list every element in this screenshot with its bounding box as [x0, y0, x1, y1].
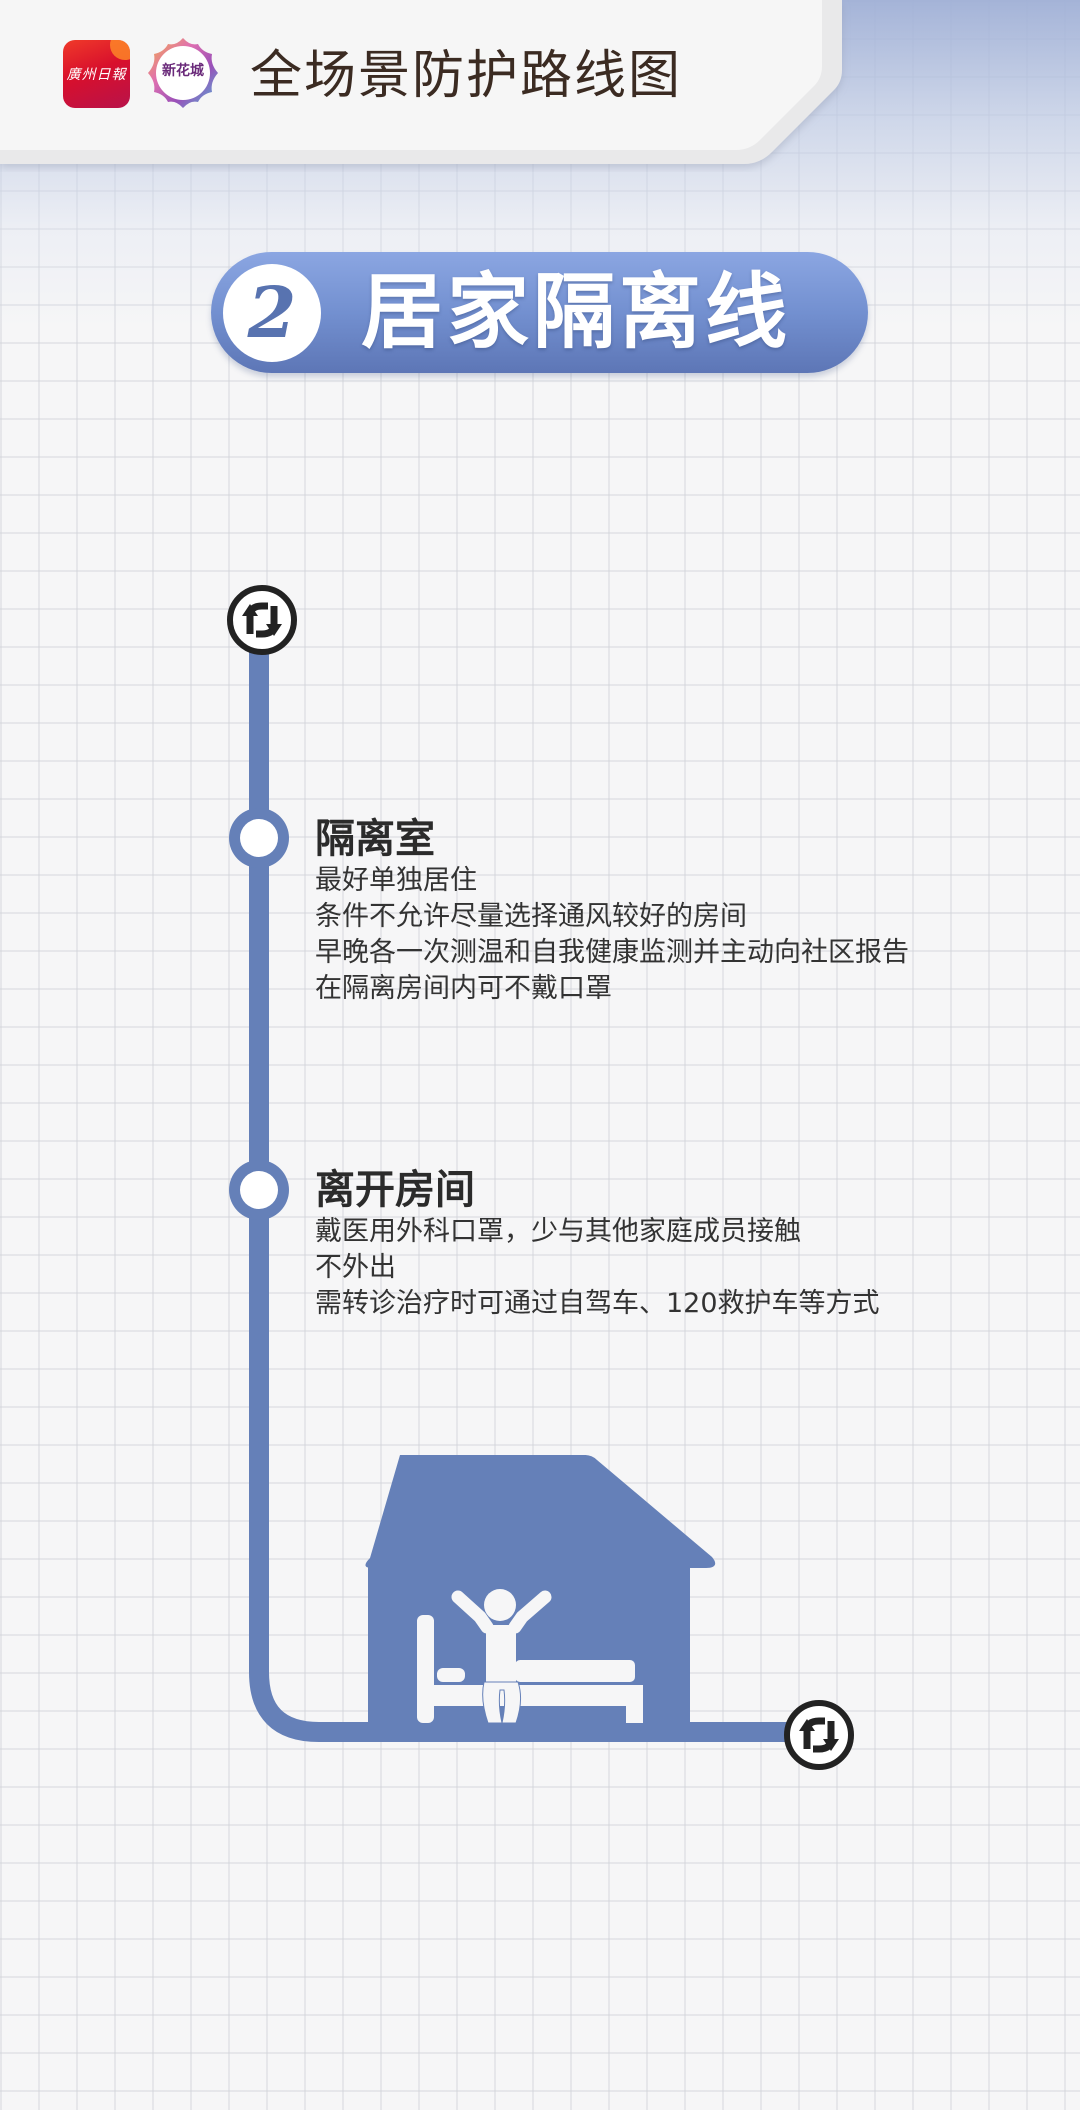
timeline-section-isolation-room: 隔离室 最好单独居住 条件不允许尽量选择通风较好的房间 早晚各一次测温和自我健康… [315, 815, 909, 1007]
logo-text: 新花城 [162, 63, 204, 79]
section-body: 最好单独居住 条件不允许尽量选择通风较好的房间 早晚各一次测温和自我健康监测并主… [315, 863, 909, 1007]
body-line: 条件不允许尽量选择通风较好的房间 [315, 901, 747, 932]
section-heading: 离开房间 [315, 1167, 475, 1213]
timeline-section-leaving-room: 离开房间 戴医用外科口罩，少与其他家庭成员接触 不外出 需转诊治疗时可通过自驾车… [315, 1166, 880, 1322]
refresh-cycle-icon [227, 585, 297, 655]
page-title: 全场景防护路线图 [250, 46, 683, 106]
section-title: 居家隔离线 [361, 265, 792, 360]
xinhuacheng-logo: 新花城 [146, 36, 220, 110]
timeline-node-1 [229, 808, 289, 868]
flower-logo-icon [148, 38, 218, 108]
body-line: 需转诊治疗时可通过自驾车、120救护车等方式 [315, 1288, 880, 1319]
section-body: 戴医用外科口罩，少与其他家庭成员接触 不外出 需转诊治疗时可通过自驾车、120救… [315, 1214, 880, 1322]
timeline-node-2 [229, 1160, 289, 1220]
header-card [0, 0, 860, 172]
body-line: 早晚各一次测温和自我健康监测并主动向社区报告 [315, 937, 909, 968]
section-heading: 隔离室 [315, 816, 435, 862]
body-line: 在隔离房间内可不戴口罩 [315, 973, 612, 1004]
section-number-badge: 2 [223, 264, 321, 362]
logo-text: 廣州日報 [66, 67, 127, 83]
body-line: 不外出 [315, 1252, 396, 1283]
refresh-cycle-icon [784, 1700, 854, 1770]
section-banner: 2 居家隔离线 [211, 252, 868, 373]
house-person-bed-icon [365, 1455, 716, 1724]
body-line: 最好单独居住 [315, 865, 477, 896]
header-card-shape [0, 0, 842, 164]
guangzhou-daily-logo: 廣州日報 [63, 40, 130, 108]
body-line: 戴医用外科口罩，少与其他家庭成员接触 [315, 1216, 801, 1247]
